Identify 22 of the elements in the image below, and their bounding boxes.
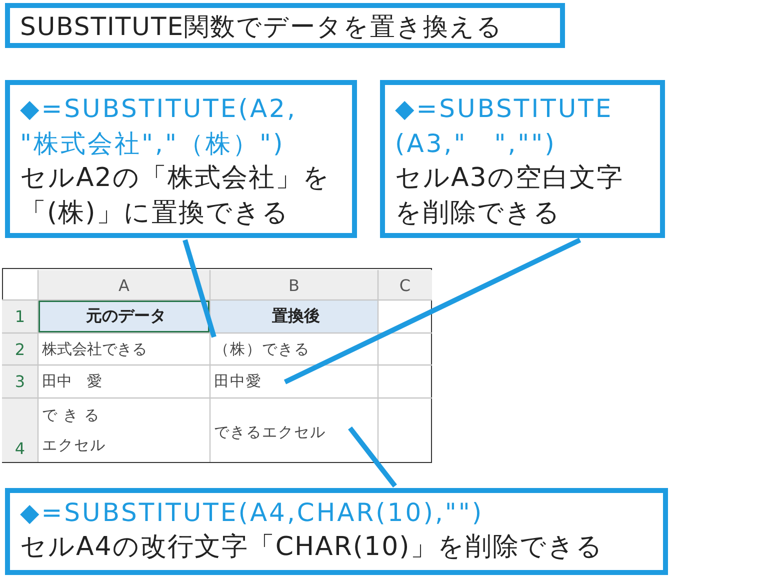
table-cell: 株式会社できる xyxy=(42,340,147,358)
title-box: SUBSTITUTE関数でデータを置き換える xyxy=(5,3,565,48)
column-header: B xyxy=(288,276,300,294)
table-cell: できるエクセル xyxy=(214,422,326,442)
leader-line xyxy=(284,238,582,384)
row-header: 1 xyxy=(14,307,26,326)
table-cell: 田中愛 xyxy=(214,372,262,391)
callout-box: ◆=SUBSTITUTE(A2, "株式会社","（株）") セルA2の「株式会社」を「(株)」に置換できる xyxy=(5,80,357,238)
row-header: 3 xyxy=(14,372,26,391)
column-header: C xyxy=(399,276,411,294)
row-header: 2 xyxy=(14,340,26,358)
table-cell-text: できるエクセル xyxy=(42,405,107,456)
callout-box: ◆=SUBSTITUTE (A3," ","") セルA3の空白文字を削除できる xyxy=(380,80,665,238)
table-cell: 田中 愛 xyxy=(42,372,102,391)
callout-box: ◆=SUBSTITUTE(A4,CHAR(10),"") セルA4の改行文字「CHAR(10)」を削除できる xyxy=(5,488,668,575)
header-cell: 元のデータ xyxy=(86,306,166,327)
header-cell: 置換後 xyxy=(272,306,320,327)
leader-line xyxy=(182,239,216,338)
row-header: 4 xyxy=(14,439,26,458)
table-cell: （株）できる xyxy=(214,340,310,358)
leader-line xyxy=(348,426,397,488)
column-header: A xyxy=(118,276,130,294)
